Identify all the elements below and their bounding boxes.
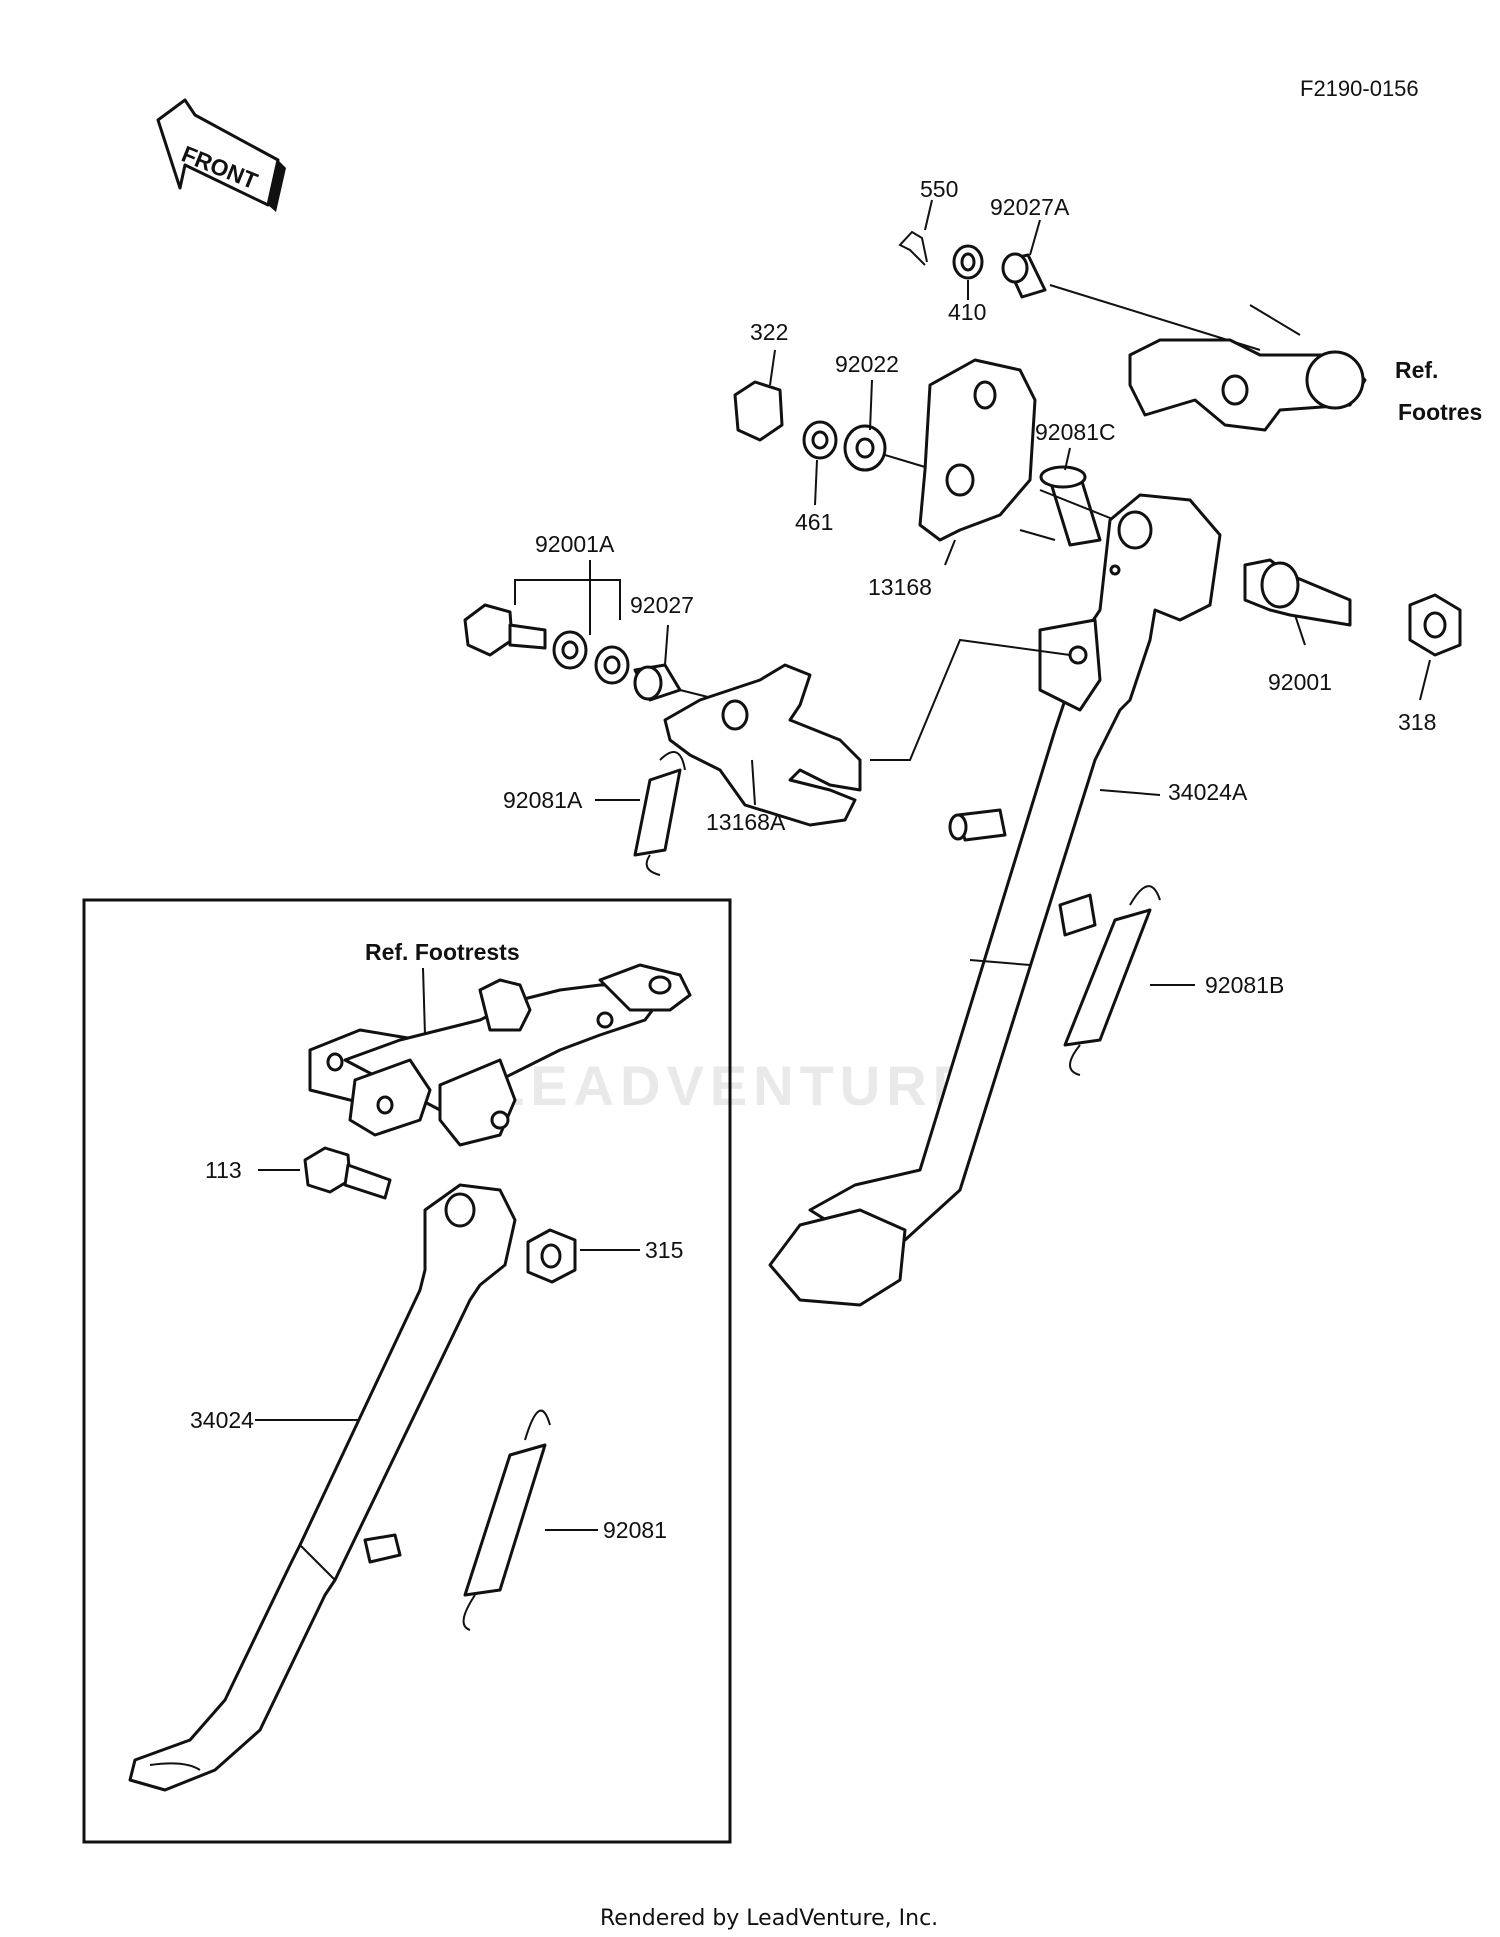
spring-92081B xyxy=(1063,885,1161,1076)
collar-92027A xyxy=(1001,252,1047,299)
label-113: 113 xyxy=(205,1157,242,1183)
cotter-pin-550 xyxy=(898,230,928,266)
cap-nut-322 xyxy=(733,380,784,442)
label-92001A: 92001A xyxy=(535,531,615,557)
label-92081: 92081 xyxy=(603,1517,667,1543)
label-318: 318 xyxy=(1398,709,1436,735)
ref-footrests-label-a: Ref. xyxy=(1395,357,1438,383)
ref-footrests-inset-label: Ref. Footrests xyxy=(365,939,520,965)
inset-box xyxy=(82,898,732,1844)
label-461: 461 xyxy=(795,509,833,535)
watermark: LEADVENTURE xyxy=(490,1054,976,1117)
pivot-bolt-92001 xyxy=(1243,558,1352,627)
washer-92001A-b xyxy=(594,645,630,685)
label-550: 550 xyxy=(920,176,958,202)
spring-92081C xyxy=(1019,465,1102,547)
spring-92081 xyxy=(462,1409,551,1631)
footrest-bracket-ref xyxy=(1128,304,1367,432)
plate-13168 xyxy=(918,358,1037,542)
label-92081B: 92081B xyxy=(1205,972,1284,998)
nut-315 xyxy=(526,1228,577,1284)
label-92001: 92001 xyxy=(1268,669,1332,695)
label-13168A: 13168A xyxy=(706,809,786,835)
label-34024A: 34024A xyxy=(1168,779,1248,805)
footer-text: Rendered by LeadVenture, Inc. xyxy=(600,1906,938,1931)
washer-92022 xyxy=(843,424,887,472)
nut-318 xyxy=(1408,593,1462,657)
bolt-92001A xyxy=(463,603,547,657)
diagram-code: F2190-0156 xyxy=(1300,76,1419,101)
washer-410 xyxy=(952,244,984,280)
label-92022: 92022 xyxy=(835,351,899,377)
label-92081C: 92081C xyxy=(1035,419,1116,445)
washer-92001A-a xyxy=(552,630,588,670)
label-92027: 92027 xyxy=(630,592,694,618)
side-stand-34024 xyxy=(128,1183,517,1792)
label-34024: 34024 xyxy=(190,1407,254,1433)
label-92081A: 92081A xyxy=(503,787,583,813)
collar-92027 xyxy=(633,663,682,702)
label-315: 315 xyxy=(645,1237,683,1263)
side-stand-34024A xyxy=(768,493,1222,1307)
ref-footrests-label-b: Footres xyxy=(1398,399,1482,425)
front-arrow-icon: FRONT xyxy=(156,98,286,212)
spring-92081A xyxy=(633,751,686,876)
bolt-113 xyxy=(303,1146,392,1200)
label-92027A: 92027A xyxy=(990,194,1070,220)
label-322: 322 xyxy=(750,319,788,345)
label-13168: 13168 xyxy=(868,574,932,600)
label-410: 410 xyxy=(948,299,986,325)
footrest-bracket-inset xyxy=(308,963,692,1147)
washer-461 xyxy=(802,420,838,460)
plate-13168A xyxy=(663,663,862,827)
